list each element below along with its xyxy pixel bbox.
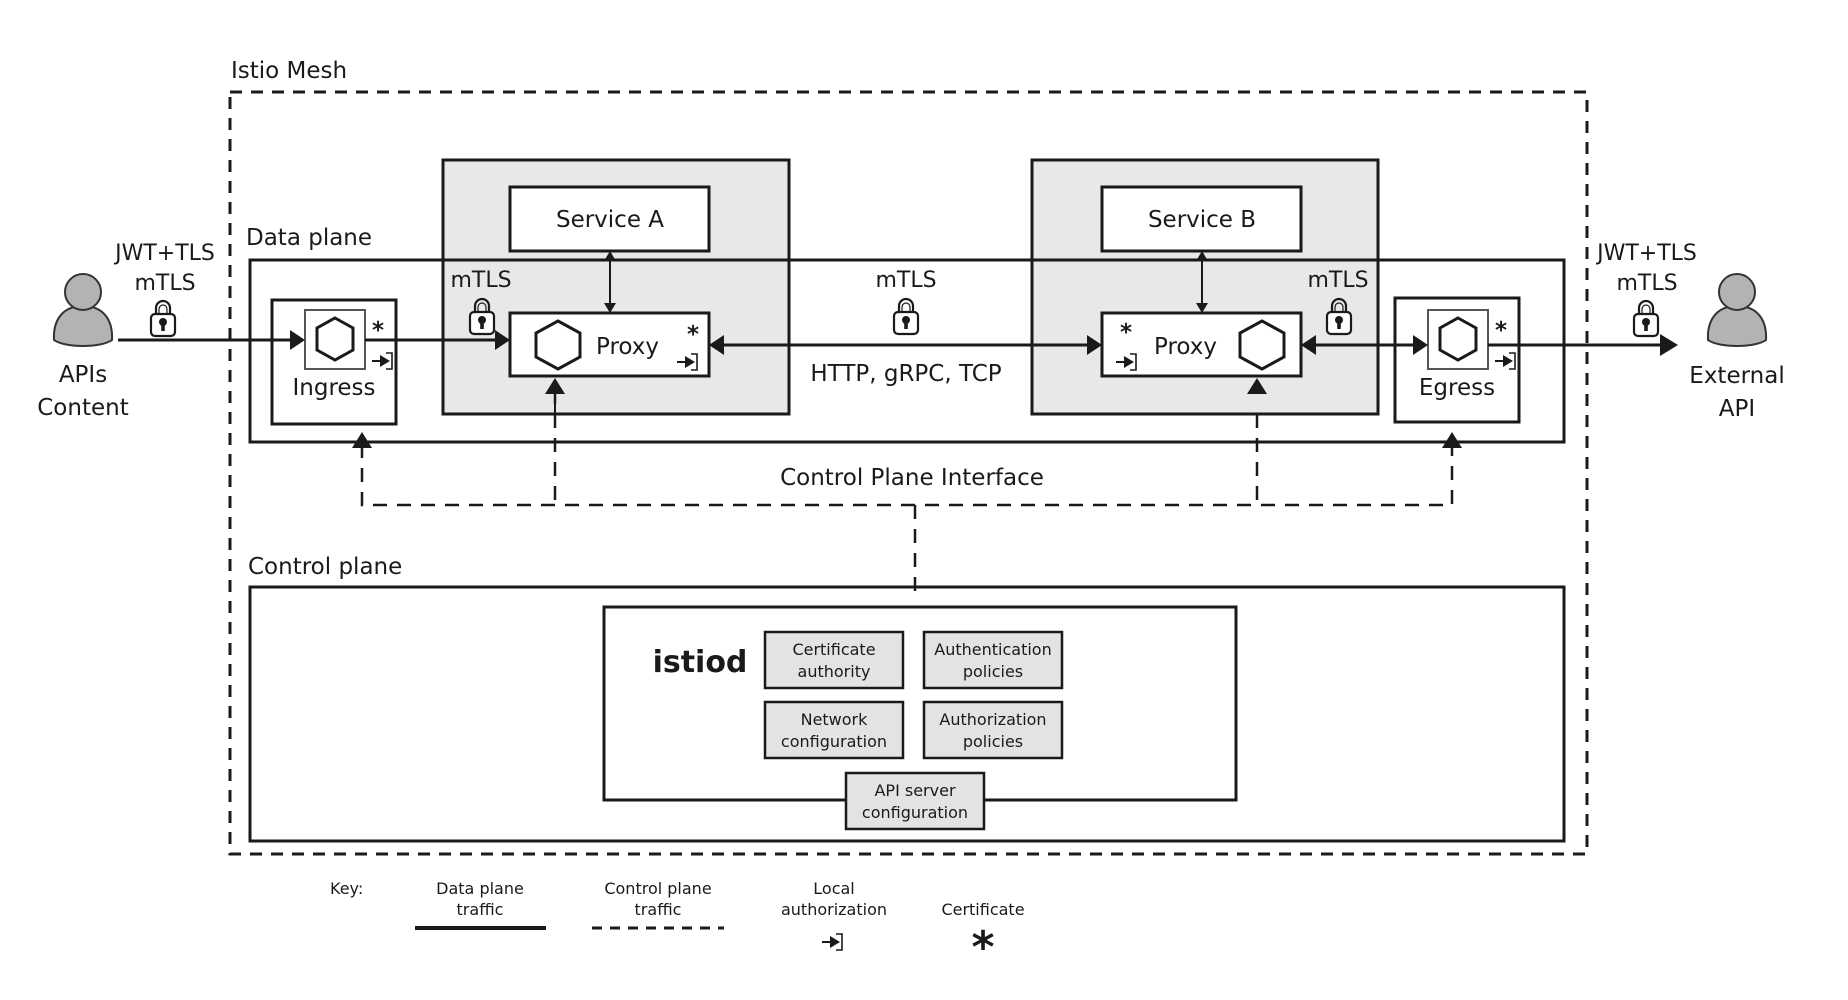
- arrow-up: [1247, 378, 1267, 394]
- left-auth-jwt-label: JWT+TLS: [113, 241, 215, 266]
- mtls-label: mTLS: [450, 268, 511, 293]
- service-a-label: Service A: [556, 207, 664, 233]
- control-plane-interface-bus: [360, 444, 1454, 507]
- key-control-plane-label: traffic: [635, 900, 682, 919]
- arrow-right: [1087, 335, 1102, 355]
- mesh-title: Istio Mesh: [231, 58, 347, 84]
- component-label: API server: [874, 781, 955, 800]
- ingress-label: Ingress: [292, 375, 375, 401]
- envoy-hexagon-icon: [315, 316, 355, 362]
- component-label: policies: [963, 662, 1023, 681]
- authentication-policies-box: [922, 630, 1064, 690]
- istio-mesh-boundary: [228, 90, 1589, 856]
- right-client-line2: API: [1719, 396, 1755, 422]
- authorization-policies-box: [922, 700, 1064, 760]
- network-configuration-box: [763, 700, 905, 760]
- istiod-label: istiod: [653, 645, 748, 680]
- component-label: authority: [798, 662, 871, 681]
- left-client-line2: Content: [37, 395, 128, 421]
- egress-label: Egress: [1419, 375, 1495, 401]
- certificate-asterisk-icon: *: [971, 922, 994, 973]
- key-control-plane-label: Control plane: [604, 879, 711, 898]
- certificate-asterisk-icon: *: [1120, 320, 1132, 346]
- key-title: Key:: [330, 879, 363, 898]
- right-client-line1: External: [1689, 363, 1784, 389]
- right-auth-mtls-label: mTLS: [1616, 271, 1677, 296]
- envoy-hexagon-icon: [1438, 316, 1478, 362]
- key-certificate-label: Certificate: [941, 900, 1024, 919]
- arrow-right: [290, 330, 305, 350]
- arrow-up: [352, 432, 372, 448]
- service-b-label: Service B: [1148, 207, 1256, 233]
- proxy-a-label: Proxy: [596, 334, 659, 360]
- key-local-authorization-label: authorization: [781, 900, 887, 919]
- data-plane-title: Data plane: [246, 225, 372, 251]
- lock-icon: [149, 299, 177, 338]
- arrow-right: [1413, 335, 1428, 355]
- component-label: configuration: [781, 732, 887, 751]
- mtls-label: mTLS: [875, 268, 936, 293]
- certificate-asterisk-icon: *: [687, 322, 699, 348]
- service-a-box: [508, 185, 711, 253]
- key-data-plane-label: Data plane: [436, 879, 524, 898]
- component-label: Network: [801, 710, 869, 729]
- arrow-up: [604, 251, 616, 261]
- left-client-line1: APIs: [59, 362, 107, 388]
- arrow-right: [495, 330, 510, 350]
- arrow-up: [545, 378, 565, 394]
- arrow-down: [604, 303, 616, 313]
- local-authorization-icon: [821, 933, 843, 951]
- arrow-up: [1196, 251, 1208, 261]
- arrow-left: [709, 335, 724, 355]
- key-data-plane-label: traffic: [457, 900, 504, 919]
- certificate-asterisk-icon: *: [372, 318, 384, 344]
- key-local-authorization-label: Local: [813, 879, 854, 898]
- control-plane-title: Control plane: [248, 554, 402, 580]
- mtls-label: mTLS: [1307, 268, 1368, 293]
- protocols-label: HTTP, gRPC, TCP: [810, 361, 1001, 387]
- person-icon: [52, 273, 114, 347]
- control-plane-interface-label: Control Plane Interface: [780, 465, 1044, 491]
- lock-icon: [1632, 299, 1660, 338]
- arrow-up: [1442, 432, 1462, 448]
- envoy-hexagon-icon: [534, 319, 582, 371]
- certificate-authority-box: [763, 630, 905, 690]
- component-label: Authentication: [934, 640, 1051, 659]
- api-server-configuration-box: [844, 771, 986, 831]
- certificate-asterisk-icon: *: [1495, 318, 1507, 344]
- arrow-left: [1301, 335, 1316, 355]
- component-label: policies: [963, 732, 1023, 751]
- component-label: Authorization: [939, 710, 1046, 729]
- lock-icon: [892, 297, 920, 336]
- envoy-hexagon-icon: [1238, 319, 1286, 371]
- control-plane-boundary: [248, 585, 1566, 843]
- right-auth-jwt-label: JWT+TLS: [1595, 241, 1697, 266]
- proxy-b-label: Proxy: [1154, 334, 1217, 360]
- istiod-box: [602, 605, 1238, 802]
- arrow-right: [1660, 334, 1678, 356]
- arrow-down: [1196, 303, 1208, 313]
- component-label: Certificate: [792, 640, 875, 659]
- person-icon: [1706, 273, 1768, 347]
- service-b-box: [1100, 185, 1303, 253]
- component-label: configuration: [862, 803, 968, 822]
- left-auth-mtls-label: mTLS: [134, 271, 195, 296]
